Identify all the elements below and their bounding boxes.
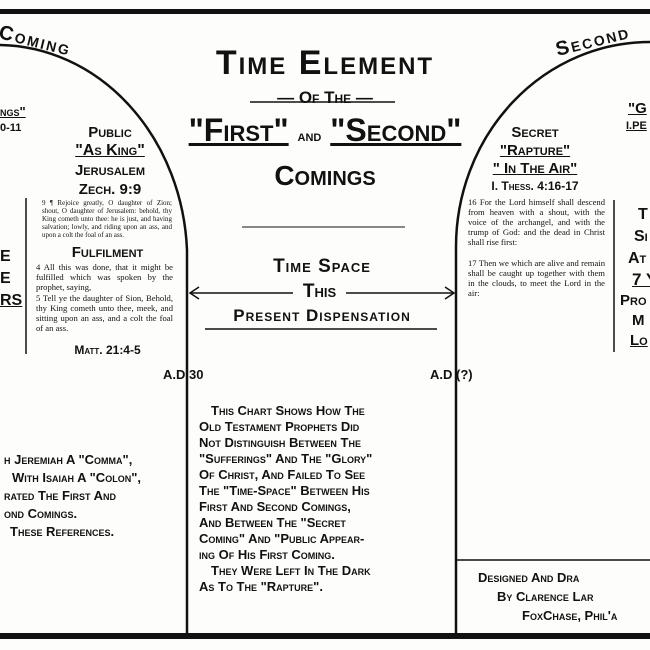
right-edge-mid3: At — [628, 250, 647, 267]
left-edge-line2: 0-11 — [0, 122, 22, 134]
right-edge-mid4: 7 Y — [632, 270, 650, 289]
first-coming-arch — [0, 43, 189, 634]
top-border — [0, 9, 650, 14]
bottom-border — [0, 633, 650, 639]
center-note-line: This Chart Shows How The — [211, 403, 365, 418]
left-edge-line1: ngs" — [0, 104, 26, 119]
thess-ref: I. Thess. 4:16-17 — [491, 179, 579, 193]
left-note-1: h Jeremiah A "Comma", — [4, 452, 133, 467]
center-note-line: ing Of His First Coming. — [199, 547, 335, 562]
right-edge-line1: "G — [628, 100, 647, 117]
right-edge-mid7: Lo — [630, 332, 648, 349]
jerusalem-label: Jerusalem — [74, 162, 146, 179]
date-ad30: A.D 30 — [163, 367, 204, 382]
title-line2: — Of The — — [277, 88, 373, 107]
center-note-line: Old Testament Prophets Did — [199, 419, 360, 434]
left-note-3: rated The First And — [4, 488, 116, 503]
fulfilment-v4: 4 All this was done, that it might be fu… — [36, 262, 173, 292]
zech-verse: 9 ¶ Rejoice greatly, O daughter of Zion;… — [42, 199, 172, 239]
left-note-4: ond Comings. — [4, 506, 78, 521]
credit-line2: By Clarence Lar — [497, 589, 594, 604]
title-first: "First" — [188, 112, 289, 148]
center-note-line: Coming" And "Public Appear- — [199, 531, 365, 546]
center-note-line: They Were Left In The Dark — [211, 563, 371, 578]
thess-verse17: 17 Then we which are alive and remain sh… — [468, 258, 605, 298]
center-note-line: The "Time-Space" Between His — [199, 483, 370, 498]
right-edge-mid6: M — [632, 312, 645, 329]
right-edge-mid1: T — [638, 206, 648, 223]
second-coming-arch — [454, 40, 650, 634]
arrow-left-head-icon — [188, 286, 200, 300]
time-space-line2: This — [302, 281, 337, 302]
in-air-label: " In The Air" — [492, 160, 578, 177]
title-line1: Time Element — [215, 44, 435, 82]
rapture-label: "Rapture" — [499, 142, 571, 159]
as-king-label: "As King" — [75, 142, 145, 159]
credit-line1: Designed And Dra — [478, 570, 580, 585]
center-note-line: "Sufferings" And The "Glory" — [199, 451, 373, 466]
left-edge-mid3: RS — [0, 292, 23, 309]
left-note-2: With Isaiah A "Colon", — [12, 470, 141, 485]
title-and: and — [297, 128, 322, 145]
date-ad-unknown: A.D (?) — [430, 367, 473, 382]
time-space-line1: Time Space — [273, 256, 371, 277]
right-edge-mid2: Si — [634, 228, 648, 245]
fulfilment-heading: Fulfilment — [71, 244, 144, 261]
center-note-line: Of Christ, And Failed To See — [199, 467, 366, 482]
center-note-line: First And Second Comings, — [199, 499, 351, 514]
thess-verse16: 16 For the Lord himself shall descend fr… — [468, 197, 605, 247]
fulfilment-v5: 5 Tell ye the daughter of Sion, Behold, … — [36, 293, 173, 333]
credit-line3: FoxChase, Phil'a — [522, 608, 618, 623]
left-note-5: These References. — [10, 524, 115, 539]
center-note-line: Not Distinguish Between The — [199, 435, 361, 450]
zech-ref: Zech. 9:9 — [78, 181, 142, 198]
right-edge-mid5: Pro — [620, 292, 647, 309]
arrow-right-head-icon — [444, 286, 456, 300]
right-edge-line2: I.PE — [626, 120, 647, 132]
matt-ref: Matt. 21:4-5 — [74, 343, 141, 357]
title-line4: Comings — [274, 160, 376, 191]
left-edge-mid2: E — [0, 270, 11, 287]
public-label: Public — [88, 124, 132, 141]
left-edge-mid1: E — [0, 248, 11, 265]
center-note-line: As To The "Rapture". — [199, 579, 323, 594]
time-space-line3: Present Dispensation — [233, 306, 411, 325]
center-note-line: And Between The "Secret — [199, 515, 346, 530]
secret-label: Secret — [511, 124, 559, 141]
title-second: "Second" — [330, 112, 462, 148]
title-line3: "First" and "Second" — [150, 112, 500, 149]
